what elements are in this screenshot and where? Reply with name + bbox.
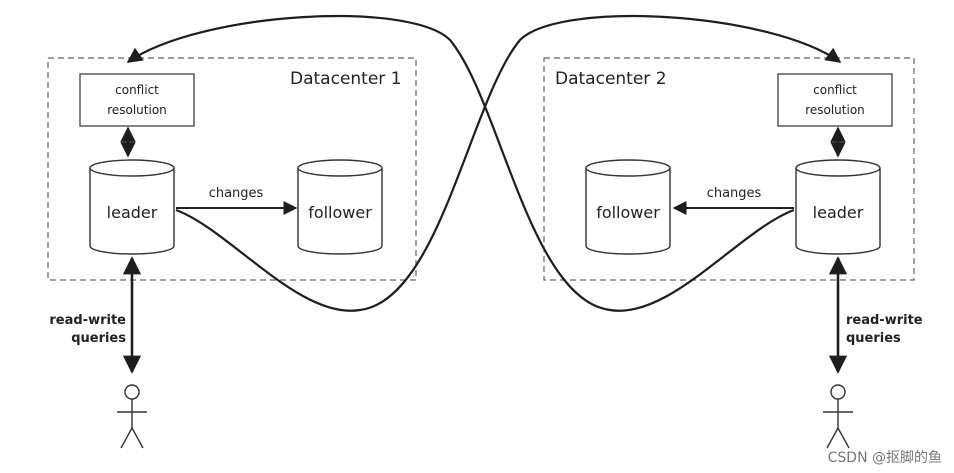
client-1-user-icon <box>117 384 147 449</box>
client-1-queries-label: queries <box>71 331 126 346</box>
client-1-read-write-label: read-write <box>49 313 126 328</box>
datacenter-1-conflict-label: conflict <box>115 83 159 97</box>
datacenter-1-resolution-label: resolution <box>107 103 167 117</box>
datacenter-1-conflict-resolution-box <box>79 73 195 127</box>
replication-curve-dc2-leader-to-dc1-conflict <box>126 14 795 312</box>
datacenter-2-follower-cylinder <box>585 159 671 255</box>
datacenter-2-follower-label: follower <box>596 203 660 222</box>
datacenter-1-follower-label: follower <box>308 203 372 222</box>
datacenter-1-leader-label: leader <box>107 203 158 222</box>
datacenter-2-conflict-label: conflict <box>813 83 857 97</box>
datacenter-1-title: Datacenter 1 <box>290 69 402 89</box>
watermark-text: CSDN @抠脚的鱼 <box>828 449 942 466</box>
client-2-read-write-label: read-write <box>846 313 923 328</box>
datacenter-1-leader-cylinder <box>89 159 175 255</box>
datacenter-1-boundary <box>47 57 417 281</box>
replication-curve-dc1-leader-to-dc2-conflict <box>175 14 842 312</box>
datacenter-1-follower-cylinder <box>297 159 383 255</box>
datacenter-2-title: Datacenter 2 <box>555 69 667 89</box>
datacenter-2-leader-label: leader <box>813 203 864 222</box>
datacenter-2: Datacenter 2 conflict resolution leader … <box>543 57 915 281</box>
datacenter-1: Datacenter 1 conflict resolution leader … <box>47 57 417 281</box>
datacenter-2-conflict-resolution-box <box>777 73 893 127</box>
datacenter-2-resolution-label: resolution <box>805 103 865 117</box>
datacenter-1-changes-label: changes <box>209 186 264 201</box>
datacenter-2-changes-label: changes <box>707 186 762 201</box>
datacenter-2-boundary <box>543 57 915 281</box>
client-2-queries-label: queries <box>846 331 901 346</box>
datacenter-2-leader-cylinder <box>795 159 881 255</box>
client-2-user-icon <box>823 384 853 449</box>
